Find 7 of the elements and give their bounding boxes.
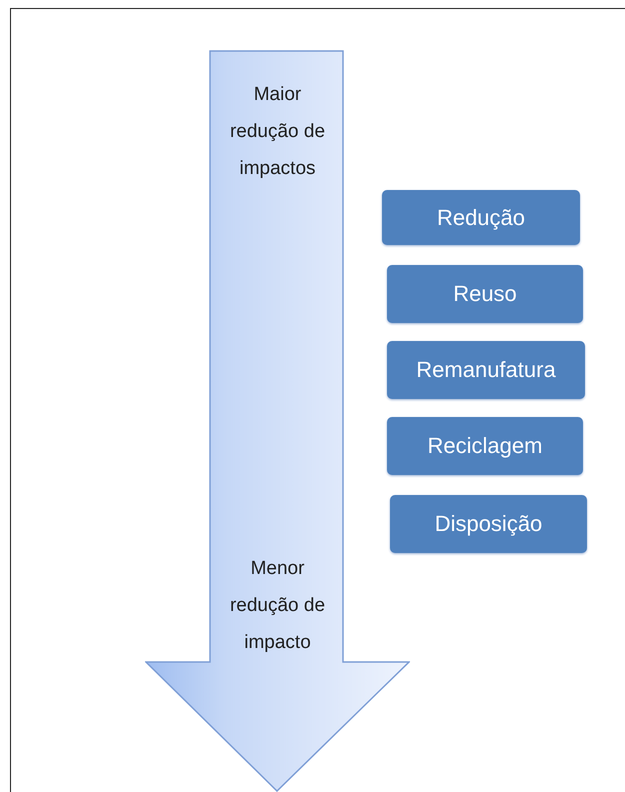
arrow-label: Maior redução de impactos	[228, 83, 326, 181]
process-box: Remanufatura	[387, 341, 585, 399]
process-box: Reuso	[387, 265, 583, 323]
process-box: Redução	[382, 190, 580, 245]
arrow-label: Menor redução de impacto	[228, 557, 326, 655]
process-box: Disposição	[390, 495, 587, 553]
process-box: Reciclagem	[387, 417, 583, 475]
